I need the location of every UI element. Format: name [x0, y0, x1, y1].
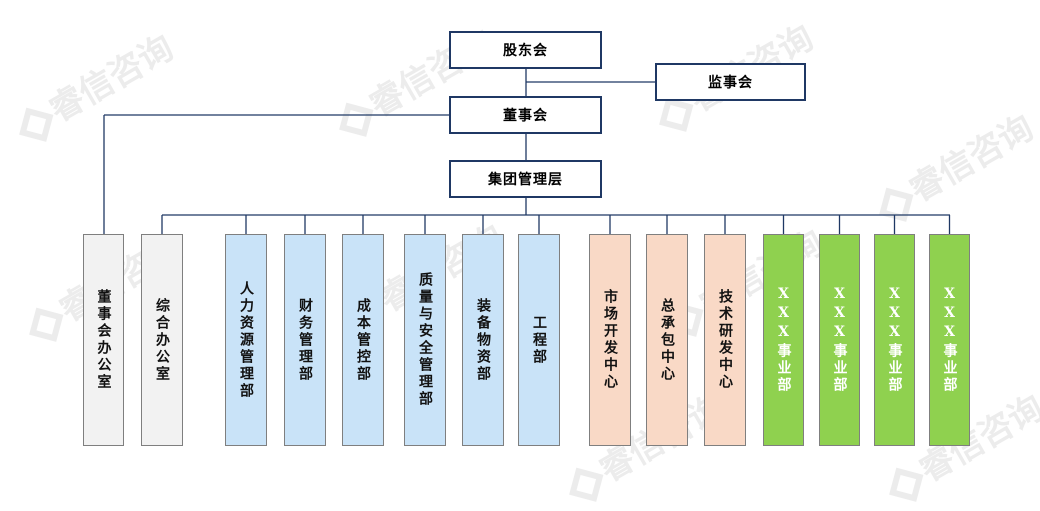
department-box-8: 工程部 — [518, 234, 560, 446]
department-box-9: 市场开发中心 — [589, 234, 631, 446]
department-label: 质量与安全管理部 — [417, 272, 433, 408]
department-label: 综合办公室 — [154, 297, 170, 383]
department-label: 财务管理部 — [297, 297, 313, 383]
department-label: 技术研发中心 — [717, 289, 733, 391]
supervisors-box: 监事会 — [655, 63, 806, 101]
management-box: 集团管理层 — [449, 160, 602, 198]
department-box-4: 财务管理部 — [284, 234, 326, 446]
connector-lines — [103, 69, 951, 234]
department-box-2: 综合办公室 — [141, 234, 183, 446]
department-box-3: 人力资源管理部 — [225, 234, 267, 446]
shareholders-box: 股东会 — [449, 31, 602, 69]
department-label: 总承包中心 — [659, 297, 675, 383]
org-chart: 睿信咨询 睿信咨询 睿信咨询 睿信咨询 睿信咨询 睿信咨询 睿信咨询 睿信咨询 … — [18, 18, 1040, 502]
department-label: XXX事业部 — [941, 286, 958, 394]
department-label: 董事会办公室 — [95, 289, 112, 391]
board-box: 董事会 — [449, 96, 602, 134]
department-box-13: XXX事业部 — [819, 234, 860, 446]
department-box-11: 技术研发中心 — [704, 234, 746, 446]
department-label: XXX事业部 — [831, 286, 848, 394]
department-box-15: XXX事业部 — [929, 234, 970, 446]
department-box-12: XXX事业部 — [763, 234, 804, 446]
department-label: 工程部 — [531, 314, 547, 366]
department-label: 成本管控部 — [355, 297, 371, 383]
department-label: XXX事业部 — [775, 286, 792, 394]
department-box-5: 成本管控部 — [342, 234, 384, 446]
department-box-1: 董事会办公室 — [83, 234, 124, 446]
department-box-7: 装备物资部 — [462, 234, 504, 446]
department-label: XXX事业部 — [886, 286, 903, 394]
department-label: 装备物资部 — [475, 297, 491, 383]
department-box-14: XXX事业部 — [874, 234, 915, 446]
department-box-10: 总承包中心 — [646, 234, 688, 446]
department-label: 市场开发中心 — [602, 289, 618, 391]
department-label: 人力资源管理部 — [238, 280, 254, 400]
department-box-6: 质量与安全管理部 — [404, 234, 446, 446]
